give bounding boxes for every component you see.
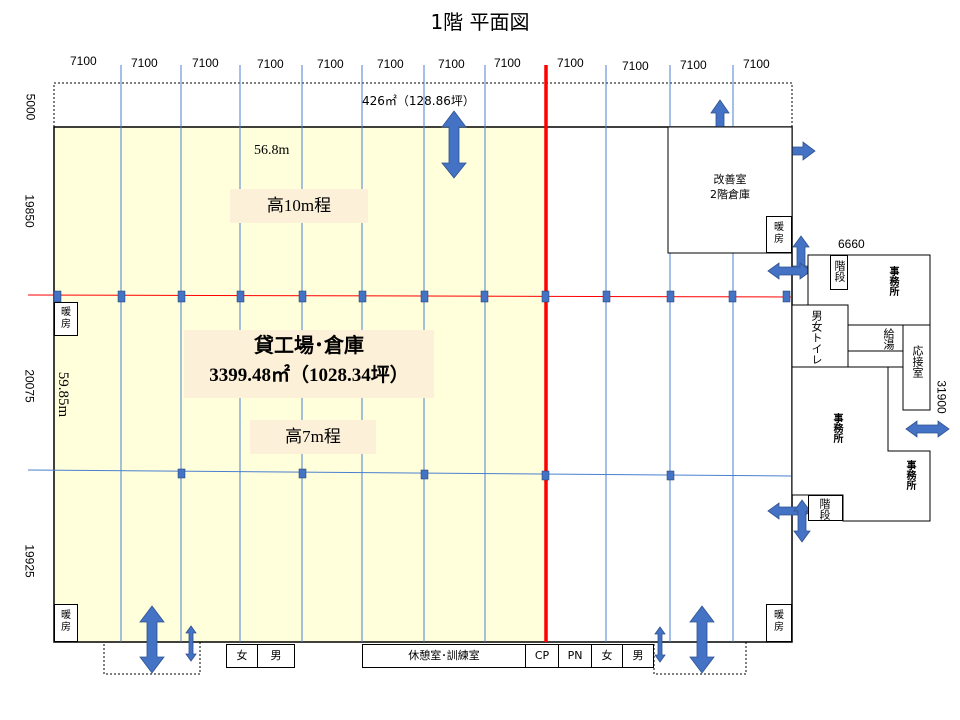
heater-bottom-right: 暖房 (766, 604, 792, 642)
main-title: 貸工場･倉庫 (254, 335, 364, 357)
main-area-label: 貸工場･倉庫 3399.48㎡（1028.34坪） (184, 330, 434, 398)
heater-label: 暖房 (774, 610, 784, 633)
office-lower-label: 事務所 (904, 460, 915, 490)
top-dim-10: 7100 (622, 59, 649, 73)
stairs-label: 階段 (833, 260, 846, 282)
left-dim-2: 19850 (22, 194, 37, 228)
top-dim-11: 7100 (680, 58, 707, 72)
heater-bottom-left: 暖房 (54, 604, 78, 642)
kitchen-label: 給湯 (882, 328, 895, 350)
bottom-room-women-right: 女 (591, 644, 623, 668)
opening-arrow-right-4 (905, 420, 950, 438)
office-upper-label: 事務所 (887, 266, 898, 296)
heater-top-right: 暖房 (766, 216, 792, 253)
opening-arrow-bottom-right-small (654, 626, 666, 663)
top-dim-2: 7100 (131, 56, 158, 70)
height-low-label: 高7m程 (250, 420, 376, 454)
toilet-label: 男女トイレ (810, 310, 823, 365)
office-mid-label: 事務所 (831, 413, 842, 443)
storage-2f: 2階倉庫 (710, 188, 750, 201)
bottom-room-women-left: 女 (226, 644, 258, 668)
opening-arrow-right-6 (793, 499, 811, 543)
bottom-room-men-left: 男 (257, 644, 295, 668)
heater-label: 暖房 (61, 307, 71, 330)
left-dim-3: 20075 (22, 369, 37, 403)
top-dim-7: 7100 (438, 57, 465, 71)
horizontal-grid-line-blue (27, 469, 793, 477)
horizontal-grid-line-red (27, 294, 793, 298)
heater-top-left: 暖房 (54, 302, 78, 336)
top-dim-1: 7100 (70, 54, 97, 68)
reception-label: 応接室 (911, 345, 924, 378)
opening-arrow-bottom-left-small (185, 625, 197, 662)
main-area: 3399.48㎡（1028.34坪） (209, 365, 409, 386)
bottom-room-cp: CP (525, 644, 559, 668)
bottom-room-men-right: 男 (622, 644, 654, 668)
top-dim-4: 7100 (257, 57, 284, 71)
stairs-upper: 階段 (830, 255, 848, 290)
heater-label: 暖房 (774, 222, 784, 245)
page-title: 1階 平面図 (430, 10, 530, 34)
top-dim-8: 7100 (494, 56, 521, 70)
right-dim-depth: 31900 (934, 380, 949, 414)
depth-label: 59.85m (55, 371, 72, 418)
top-dim-5: 7100 (317, 57, 344, 71)
left-dim-1: 5000 (23, 93, 38, 121)
height-high-label: 高10m程 (230, 189, 368, 223)
top-dim-3: 7100 (192, 56, 219, 70)
top-dim-6: 7100 (377, 57, 404, 71)
opening-arrow-top (441, 110, 467, 179)
left-dim-4: 19925 (22, 544, 37, 578)
top-dim-9: 7100 (557, 56, 584, 70)
heater-label: 暖房 (61, 610, 71, 633)
right-dim-width: 6660 (838, 237, 865, 251)
renovation-room-label: 改善室 2階倉庫 (668, 172, 792, 202)
stairs-label: 階段 (818, 498, 831, 520)
bottom-room-break: 休憩室･訓練室 (362, 644, 526, 668)
column-markers (53, 290, 791, 481)
renovation-room: 改善室 (713, 173, 747, 186)
canopy-area-label: 426㎡（128.86坪） (362, 94, 475, 108)
stairs-lower: 階段 (808, 495, 843, 521)
office-annex (667, 126, 931, 522)
top-dim-12: 7100 (743, 57, 770, 71)
opening-arrow-bottom-left (139, 605, 165, 674)
width-label: 56.8m (254, 143, 290, 158)
opening-arrow-bottom-right (689, 605, 715, 674)
bottom-room-pn: PN (558, 644, 592, 668)
canopy-area (53, 82, 793, 128)
